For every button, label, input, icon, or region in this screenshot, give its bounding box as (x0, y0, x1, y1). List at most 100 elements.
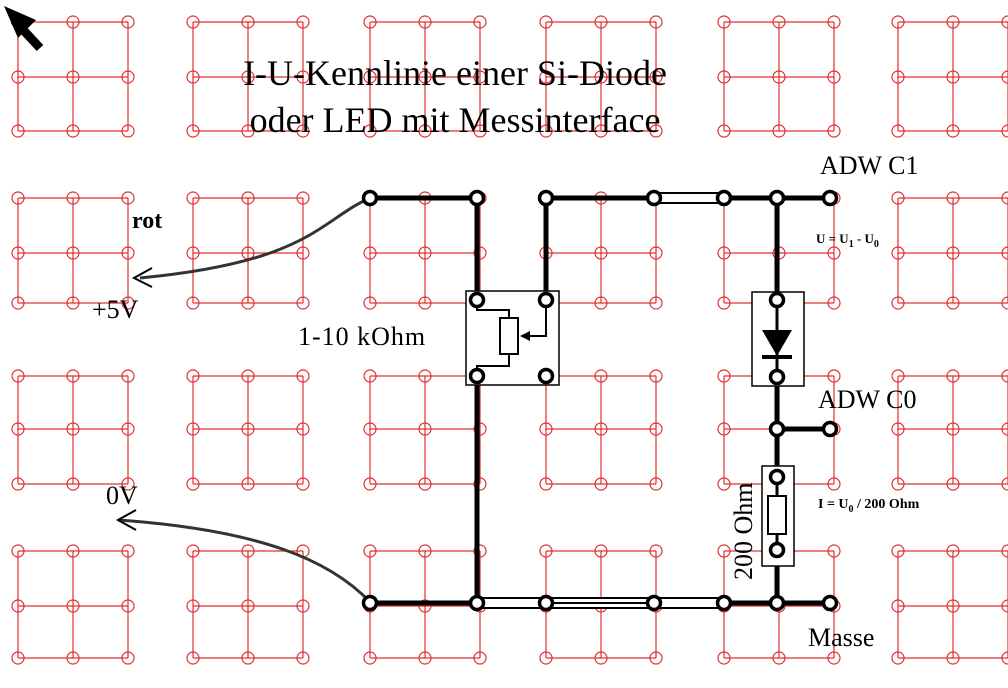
grid-hole (1001, 246, 1008, 260)
grid-hole (827, 651, 841, 665)
grid-hole (363, 369, 377, 383)
grid-hole (827, 70, 841, 84)
grid-hole (1001, 599, 1008, 613)
grid-hole (11, 422, 25, 436)
rail-connector-bottom-right (657, 597, 721, 609)
grid-hole (241, 422, 255, 436)
grid-hole (296, 246, 310, 260)
rail-connector-top (657, 192, 721, 204)
grid-hole (827, 477, 841, 491)
grid-hole (891, 544, 905, 558)
grid-hole (891, 477, 905, 491)
grid-hole (296, 599, 310, 613)
label-adw-c1: ADW C1 (820, 151, 918, 180)
grid-hole (594, 544, 608, 558)
grid-hole (827, 369, 841, 383)
grid-hole (241, 296, 255, 310)
connection-node (715, 189, 733, 207)
connection-node (768, 468, 786, 486)
grid-hole (649, 70, 663, 84)
grid-hole (1001, 422, 1008, 436)
connection-node (768, 420, 786, 438)
grid-hole (363, 477, 377, 491)
grid-hole (649, 369, 663, 383)
grid-hole (296, 296, 310, 310)
grid-hole (66, 544, 80, 558)
grid-hole (121, 191, 135, 205)
grid-hole (1001, 651, 1008, 665)
grid-hole (946, 15, 960, 29)
grid-hole (241, 369, 255, 383)
title-line-1: I-U-Kennlinie einer Si-Diode (243, 53, 667, 93)
grid-hole (121, 124, 135, 138)
grid-hole (772, 124, 786, 138)
label-adw-c0: ADW C0 (818, 385, 916, 414)
grid-hole (418, 70, 432, 84)
grid-hole (717, 296, 731, 310)
grid-hole (363, 124, 377, 138)
grid-hole (11, 599, 25, 613)
grid-hole (539, 124, 553, 138)
grid-hole (66, 422, 80, 436)
grid-hole (296, 15, 310, 29)
grid-hole (594, 296, 608, 310)
grid-hole (594, 651, 608, 665)
grid-hole (121, 369, 135, 383)
title-line-2: oder LED mit Messinterface (250, 100, 661, 140)
grid-hole (594, 369, 608, 383)
grid-hole (473, 246, 487, 260)
grid-hole (772, 651, 786, 665)
grid-hole (11, 544, 25, 558)
grid-hole (363, 246, 377, 260)
grid-hole (66, 246, 80, 260)
grid-hole (649, 651, 663, 665)
grid-hole (186, 651, 200, 665)
grid-hole (649, 477, 663, 491)
grid-hole (296, 477, 310, 491)
grid-hole (121, 477, 135, 491)
grid-hole (121, 70, 135, 84)
grid-hole (241, 477, 255, 491)
grid-hole (418, 369, 432, 383)
grid-hole (186, 477, 200, 491)
grid-hole (827, 124, 841, 138)
grid-hole (946, 191, 960, 205)
rail-connector-bottom (549, 597, 655, 609)
grid-hole (66, 70, 80, 84)
grid-hole (649, 246, 663, 260)
grid-hole (186, 599, 200, 613)
grid-hole (539, 70, 553, 84)
grid-hole (594, 15, 608, 29)
grid-hole (11, 124, 25, 138)
connection-node (821, 420, 839, 438)
grid-hole (66, 477, 80, 491)
grid-hole (186, 369, 200, 383)
grid-hole (296, 191, 310, 205)
grid-hole (363, 15, 377, 29)
grid-hole (772, 70, 786, 84)
grid-hole (11, 191, 25, 205)
grid-hole (241, 651, 255, 665)
grid-hole (891, 124, 905, 138)
grid-hole (186, 544, 200, 558)
grid-hole (11, 477, 25, 491)
grid-hole (418, 651, 432, 665)
grid-hole (418, 422, 432, 436)
formula-current: I = U0 / 200 Ohm (818, 497, 920, 515)
grid-hole (539, 15, 553, 29)
grid-hole (11, 296, 25, 310)
grid-hole (946, 599, 960, 613)
grid-hole (186, 296, 200, 310)
grid-hole (473, 544, 487, 558)
grid-hole (241, 124, 255, 138)
grid-hole (363, 544, 377, 558)
grid-hole (649, 15, 663, 29)
grid-hole (772, 15, 786, 29)
grid-hole (946, 296, 960, 310)
grid-hole (473, 124, 487, 138)
grid-hole (296, 124, 310, 138)
grid-hole (717, 15, 731, 29)
grid-hole (717, 544, 731, 558)
grid-hole (241, 15, 255, 29)
red-cable (139, 196, 371, 280)
